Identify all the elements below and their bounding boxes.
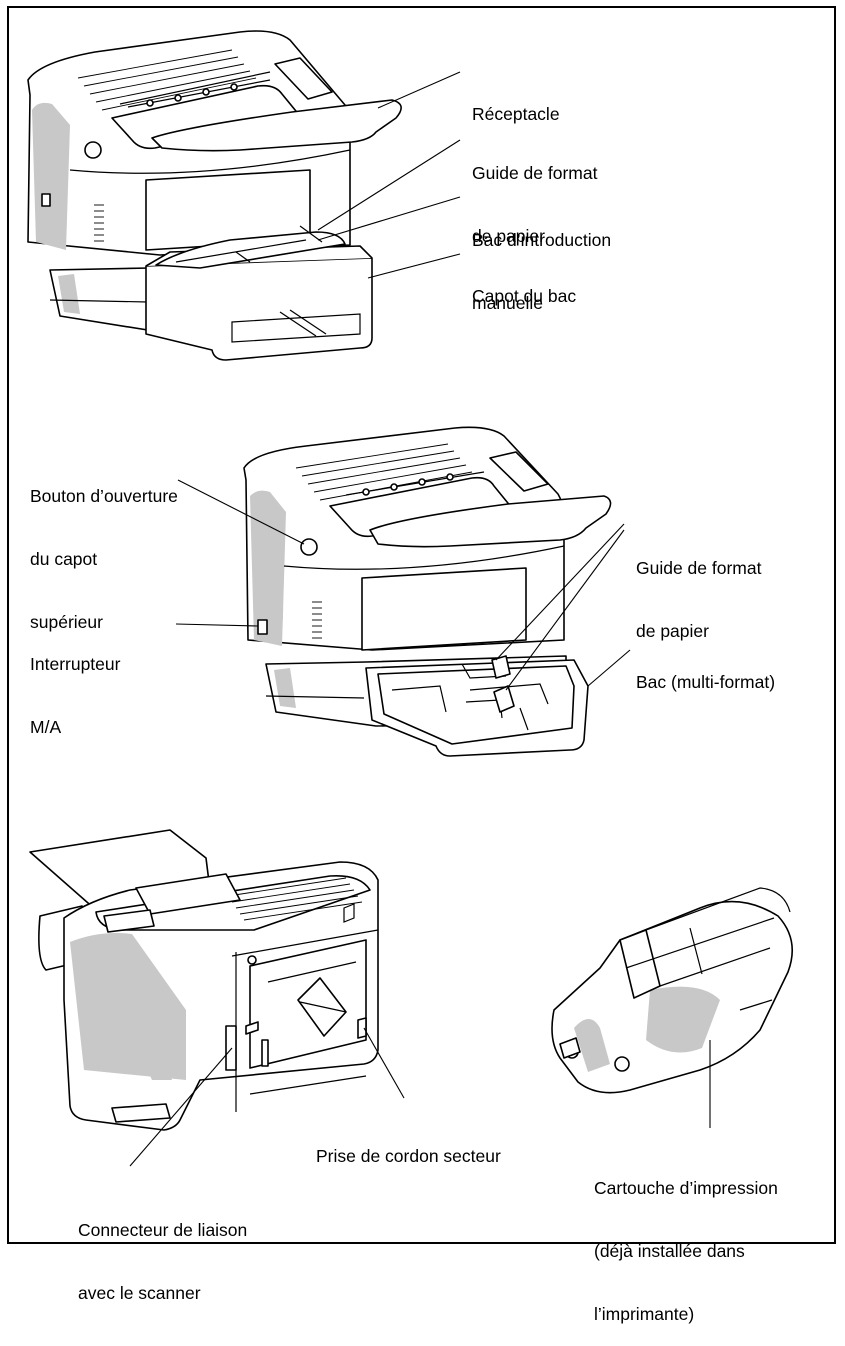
side-vent	[312, 601, 322, 639]
printer-front-view	[27, 30, 402, 361]
top-vent	[295, 443, 473, 501]
power-socket	[357, 1017, 367, 1039]
label-scanner-connector: Connecteur de liaison avec le scanner	[78, 1220, 248, 1303]
label-tray-cover: Capot du bac	[472, 286, 577, 306]
label-paper-guide-2: Guide de format de papier	[636, 558, 762, 641]
printer-rear-view	[29, 829, 379, 1131]
side-vent	[94, 204, 104, 242]
label-power-socket: Prise de cordon secteur	[316, 1146, 501, 1166]
printer-tray-view	[243, 426, 612, 757]
label-power-switch: Interrupteur M/A	[30, 654, 121, 737]
label-multi-tray: Bac (multi-format)	[636, 672, 776, 692]
scanner-connector	[225, 1025, 237, 1071]
top-vent	[77, 49, 257, 111]
top-cover-button	[300, 538, 318, 556]
power-switch	[257, 619, 268, 635]
label-receptacle: Réceptacle	[472, 104, 560, 124]
label-cartridge: Cartouche d’impression (déjà installée d…	[594, 1178, 778, 1324]
top-cover-button	[84, 141, 102, 159]
label-paper-guide-1: Guide de format de papier	[472, 163, 598, 246]
figure-frame	[7, 6, 836, 1244]
label-top-cover-button: Bouton d’ouverture du capot supérieur	[30, 486, 178, 632]
leader-lines	[129, 71, 711, 1167]
print-cartridge	[551, 887, 794, 1094]
printer-diagram: .o { fill: #fff; stroke: #000; stroke-wi…	[27, 30, 794, 1167]
top-vent	[227, 877, 363, 921]
label-manual-tray: Bac d’introduction manuelle	[472, 230, 612, 313]
